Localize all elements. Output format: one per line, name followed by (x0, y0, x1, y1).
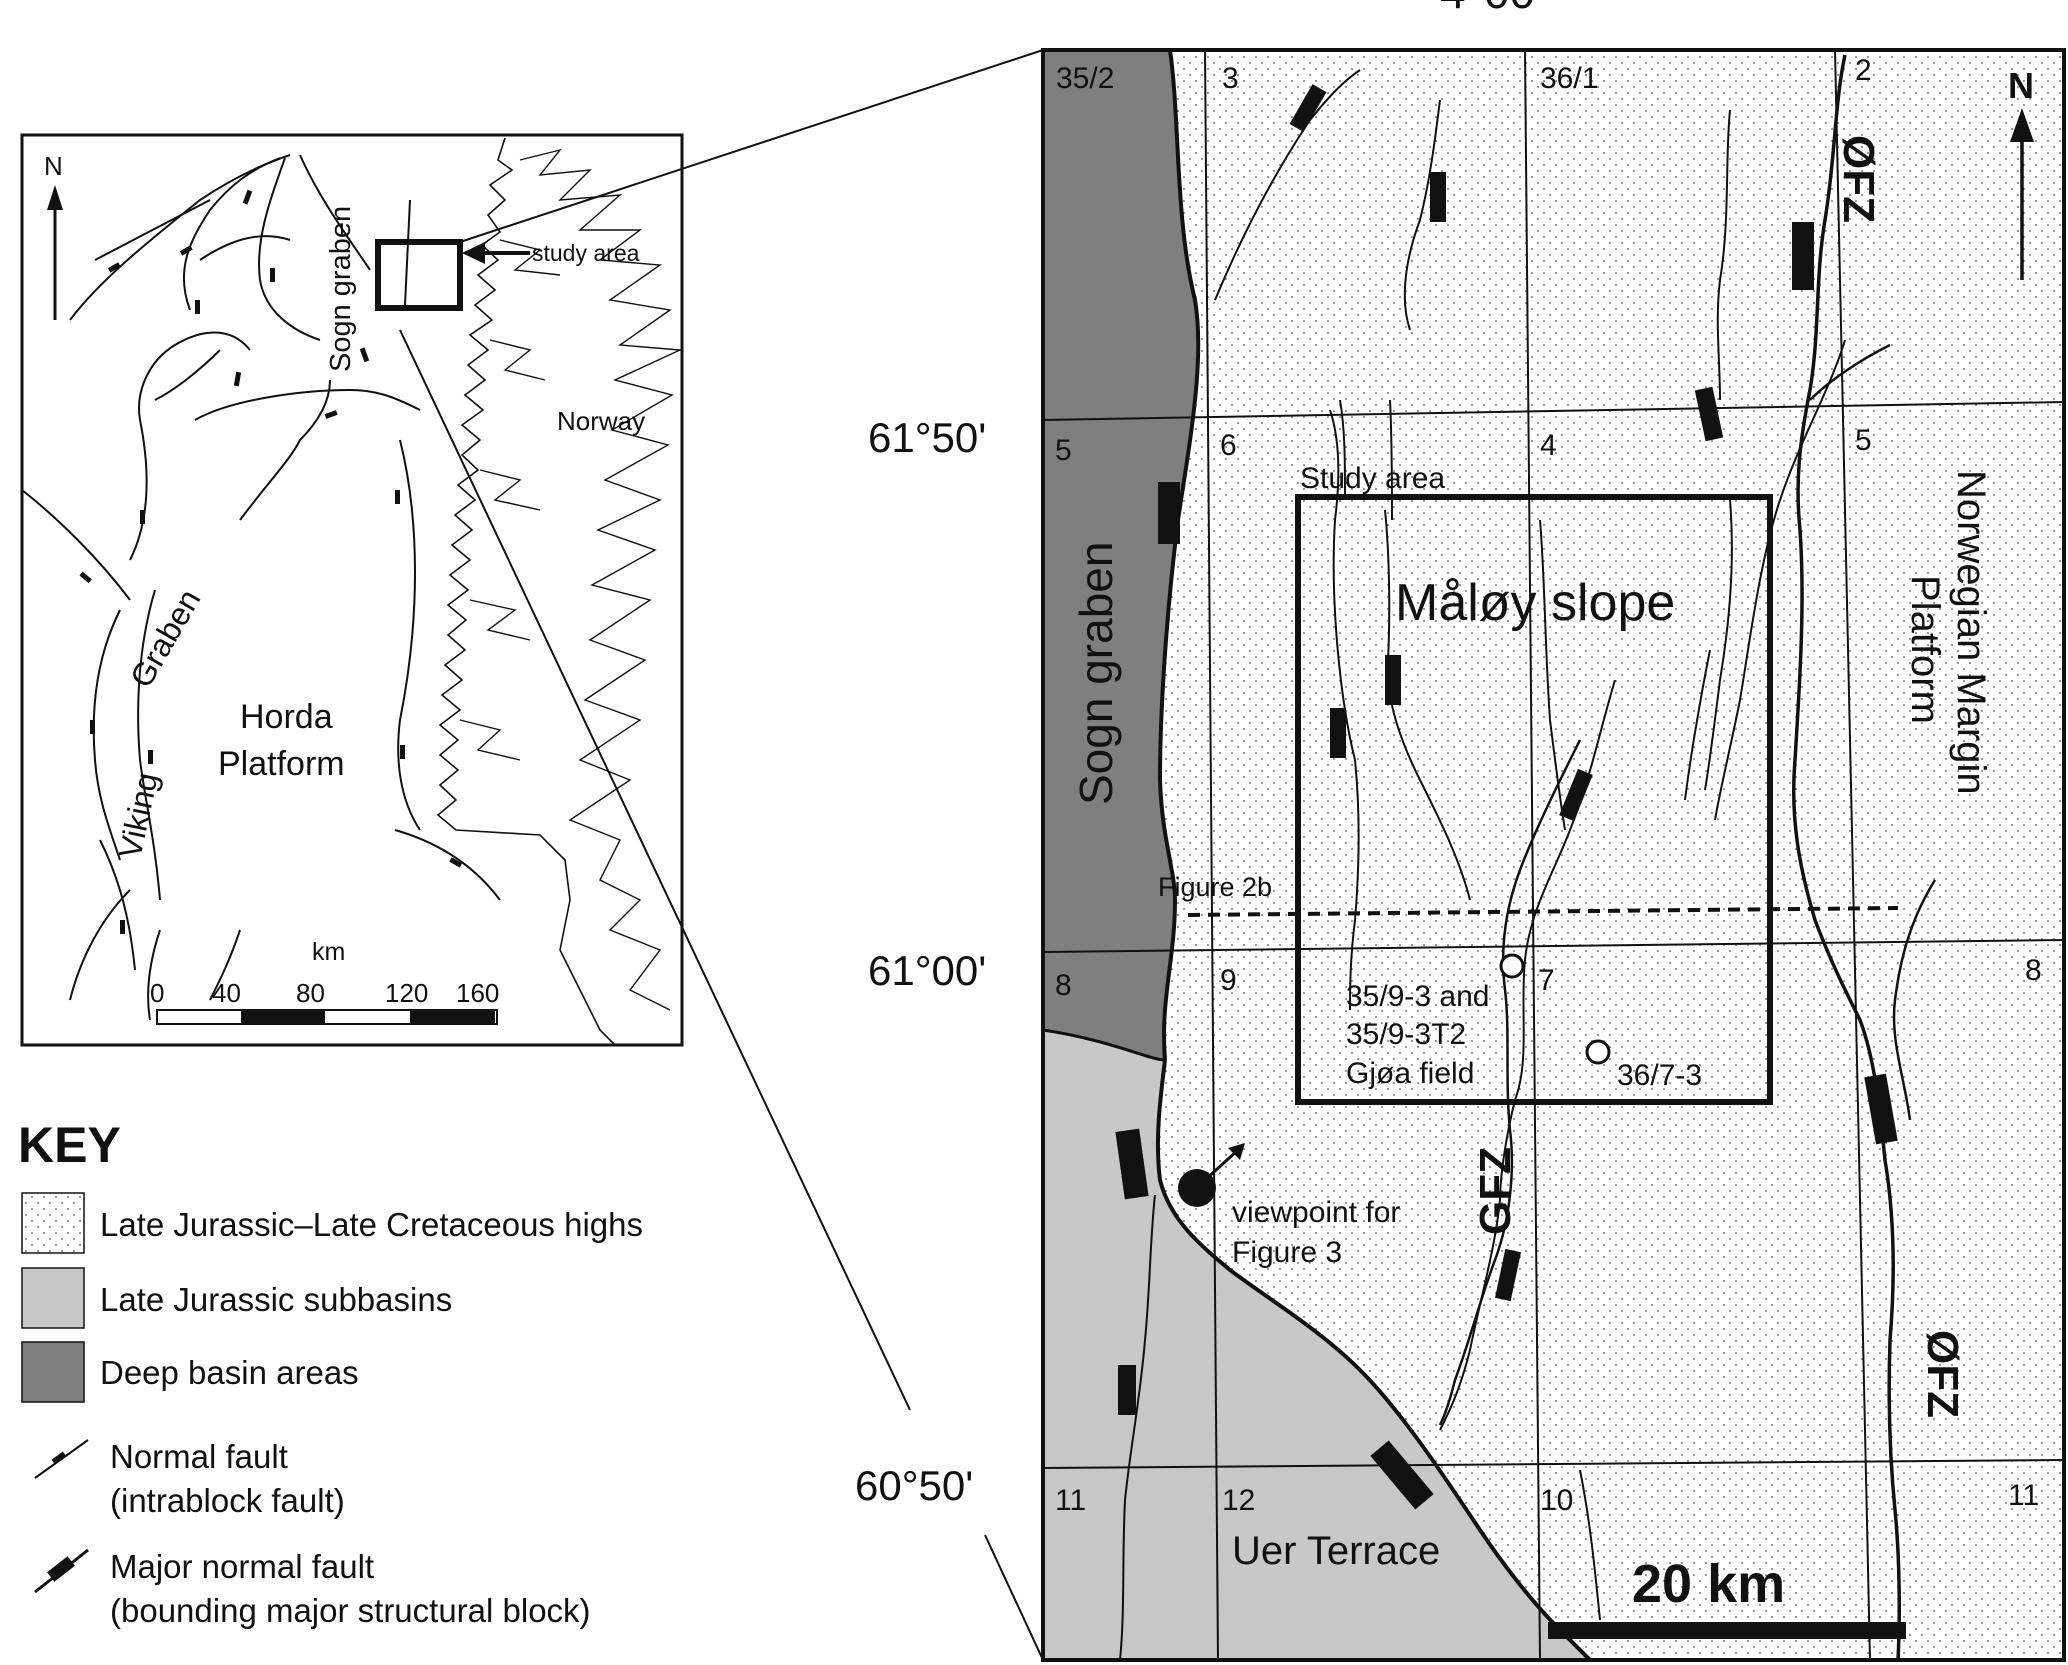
connector-line-top (459, 49, 1044, 243)
main-scale-bar (1548, 1622, 1906, 1639)
block-label: 8 (2025, 954, 2042, 987)
well-1-label-line1: 35/9-3 and (1346, 980, 1489, 1013)
inset-north-arrow-icon (47, 185, 63, 320)
key-swatch-subbasins (21, 1267, 85, 1329)
block-label: 11 (1055, 1484, 1086, 1517)
inset-scale-tick-80: 80 (296, 978, 325, 1008)
block-label: 12 (1222, 1484, 1255, 1517)
inset-scale-tick-160: 160 (456, 978, 499, 1008)
norwegian-margin-label-line2: Platform (1903, 575, 1947, 724)
key-swatch-highs (21, 1192, 85, 1254)
inset-platform-label: Platform (218, 745, 345, 783)
well-35-9-3-icon (1499, 953, 1525, 979)
figure-2b-label: Figure 2b (1158, 872, 1272, 902)
inset-scale-tick-120: 120 (385, 978, 428, 1008)
inset-map: N (20, 133, 684, 1047)
inset-norway-coastline (436, 137, 616, 1046)
latitude-label: 61°50' (868, 414, 986, 461)
maloy-slope-label: Måløy slope (1395, 574, 1675, 632)
latitude-label: 61°00' (868, 947, 986, 994)
ofz-label-top: ØFZ (1834, 135, 1883, 223)
inset-fault-ticks (79, 189, 463, 934)
key-swatch-deep-basin (21, 1341, 85, 1403)
key-normal-fault-line2: (intrablock fault) (110, 1482, 345, 1519)
block-label: 5 (1855, 424, 1872, 457)
main-north-label: N (2008, 65, 2034, 106)
inset-north-label: N (44, 151, 63, 181)
inset-horda-label: Horda (240, 698, 333, 736)
block-label: 6 (1220, 429, 1237, 462)
block-label: 7 (1538, 964, 1555, 997)
well-1-label-line2: 35/9-3T2 (1346, 1018, 1466, 1051)
main-north-arrow-icon (2010, 108, 2034, 280)
connector-line-bottom (399, 329, 911, 1411)
key-title: KEY (18, 1117, 121, 1173)
block-label: 36/1 (1540, 62, 1598, 95)
block-label: 11 (2008, 1479, 2039, 1512)
block-label: 5 (1055, 434, 1072, 467)
key-label-subbasins: Late Jurassic subbasins (100, 1281, 452, 1318)
viewpoint-label-line1: viewpoint for (1232, 1196, 1400, 1229)
block-label: 4 (1540, 429, 1557, 462)
study-area-box (1295, 494, 1773, 1105)
inset-fault-lines (21, 154, 501, 1021)
main-map: N 35/2 3 36/1 2 5 6 4 5 8 9 7 8 11 12 10… (855, 48, 2066, 1662)
normal-fault-symbol-icon (34, 1439, 89, 1479)
top-coordinate-label: 4°00' (1440, 0, 1544, 18)
key-label-highs: Late Jurassic–Late Cretaceous highs (100, 1206, 643, 1243)
block-label: 10 (1540, 1484, 1573, 1517)
key-normal-fault-line1: Normal fault (110, 1438, 288, 1475)
subbasin-area (1043, 1030, 1590, 1660)
block-label: 9 (1220, 964, 1237, 997)
norwegian-margin-label-line1: Norwegian Margin (1949, 470, 1993, 795)
block-label: 35/2 (1056, 62, 1114, 95)
inset-scale-tick-40: 40 (212, 978, 241, 1008)
key-legend: KEY Late Jurassic–Late Cretaceous highs … (18, 1117, 643, 1629)
key-major-fault-line1: Major normal fault (110, 1548, 374, 1585)
inset-scale-unit: km (312, 938, 345, 966)
deep-basin-area (1043, 50, 1199, 1060)
key-major-fault-line2: (bounding major structural block) (110, 1592, 591, 1629)
block-label: 2 (1855, 54, 1872, 87)
key-label-deep-basin: Deep basin areas (100, 1354, 359, 1391)
block-label: 3 (1222, 62, 1239, 95)
block-label: 8 (1055, 969, 1072, 1002)
inset-sogn-graben-label: Sogn graben (325, 206, 357, 372)
inset-norway-label: Norway (557, 406, 645, 436)
study-area-arrow-icon (462, 242, 530, 264)
inset-study-area-label: study area (532, 240, 640, 266)
study-area-label: Study area (1300, 462, 1445, 495)
inset-scale-bar: km 0 40 80 120 160 (150, 938, 499, 1025)
inset-study-area-box (375, 239, 463, 311)
gjoa-field-label: Gjøa field (1346, 1057, 1474, 1090)
main-map-frame (1041, 48, 2066, 1662)
inset-scale-tick-0: 0 (150, 978, 164, 1008)
inset-frame (20, 133, 684, 1047)
inset-fjords (459, 148, 683, 1011)
map-grid (1043, 50, 2064, 1660)
latitude-label: 60°50' (855, 1462, 973, 1509)
main-scale-label: 20 km (1632, 1554, 1785, 1614)
major-fault-symbol-icon (34, 1548, 89, 1594)
uer-terrace-label: Uer Terrace (1232, 1529, 1440, 1573)
well-2-label: 36/7-3 (1617, 1059, 1702, 1092)
sogn-graben-label: Sogn graben (1070, 542, 1122, 805)
gfz-label: GFZ (1471, 1147, 1520, 1235)
ofz-label-bottom: ØFZ (1918, 1330, 1967, 1418)
gfz-fault (1438, 739, 1582, 1426)
figure-2b-section-line (1187, 906, 1899, 917)
intrablock-faults (1214, 69, 1846, 1621)
viewpoint-icon (1178, 1143, 1245, 1207)
viewpoint-label-line2: Figure 3 (1232, 1236, 1342, 1269)
connector-line-bottom-2 (984, 1534, 1044, 1661)
main-fault-ticks (1115, 84, 1898, 1510)
well-36-7-3-icon (1585, 1039, 1611, 1065)
